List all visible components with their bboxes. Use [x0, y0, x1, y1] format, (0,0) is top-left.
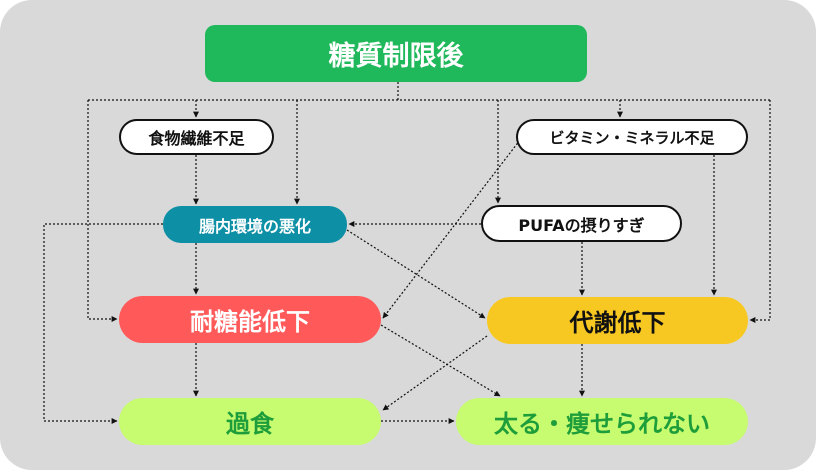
connector-top-metabolism — [749, 100, 771, 323]
node-pufa-overconsumption: PUFAの摂りすぎ — [481, 205, 682, 242]
connector-glucose-weight — [380, 324, 501, 397]
node-vitamin-mineral-deficiency: ビタミン・ミネラル不足 — [516, 119, 748, 155]
node-overeating: 過食 — [119, 398, 381, 445]
connector-metabolism-overeating — [382, 335, 488, 411]
node-fiber-deficiency: 食物繊維不足 — [119, 119, 274, 155]
node-weight-gain: 太る・痩せられない — [456, 398, 748, 445]
node-gut-environment-deterioration: 腸内環境の悪化 — [163, 206, 347, 243]
node-glucose-tolerance-decline: 耐糖能低下 — [119, 296, 381, 343]
node-low-carb-aftermath: 糖質制限後 — [205, 25, 587, 82]
connector-gut-metabolism — [346, 229, 486, 319]
connector-vitamin-glucose — [382, 139, 521, 319]
connector-top-glucose — [87, 100, 118, 322]
connector-gut-overeating — [43, 223, 163, 424]
node-metabolism-decline: 代謝低下 — [487, 297, 748, 344]
